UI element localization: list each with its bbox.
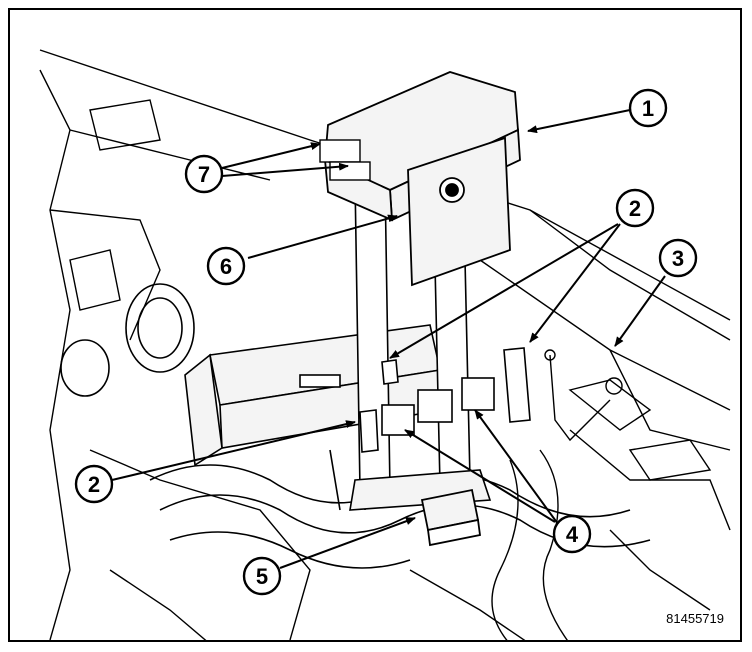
svg-text:6: 6 [220, 254, 232, 279]
callout-2-upper: 2 [615, 188, 655, 228]
callout-3: 3 [658, 238, 698, 278]
diagram-frame: 1 2 2 3 4 5 6 7 81455719 [8, 8, 742, 642]
engine-bay-linework [39, 49, 731, 640]
svg-text:7: 7 [198, 162, 210, 187]
callout-1: 1 [628, 88, 668, 128]
svg-text:5: 5 [256, 564, 268, 589]
junction-block [184, 324, 443, 467]
callout-6: 6 [206, 246, 246, 286]
callout-5: 5 [242, 556, 282, 596]
module-mounting-plate [407, 136, 511, 287]
svg-text:4: 4 [566, 522, 579, 547]
callout-7: 7 [184, 154, 224, 194]
harness-connector [420, 488, 482, 547]
svg-text:2: 2 [629, 196, 641, 221]
firewall-grommet [60, 283, 195, 397]
engine-compartment-illustration: 1 2 2 3 4 5 6 7 [39, 49, 731, 640]
svg-text:2: 2 [88, 472, 100, 497]
svg-text:3: 3 [672, 246, 684, 271]
callout-4: 4 [552, 514, 592, 554]
leader-lines [111, 109, 666, 569]
relays [381, 377, 495, 436]
callout-2-lower: 2 [74, 464, 114, 504]
figure-id: 81455719 [666, 611, 724, 626]
retaining-clips [359, 347, 531, 453]
ground-lead [544, 349, 623, 442]
svg-text:1: 1 [642, 96, 654, 121]
